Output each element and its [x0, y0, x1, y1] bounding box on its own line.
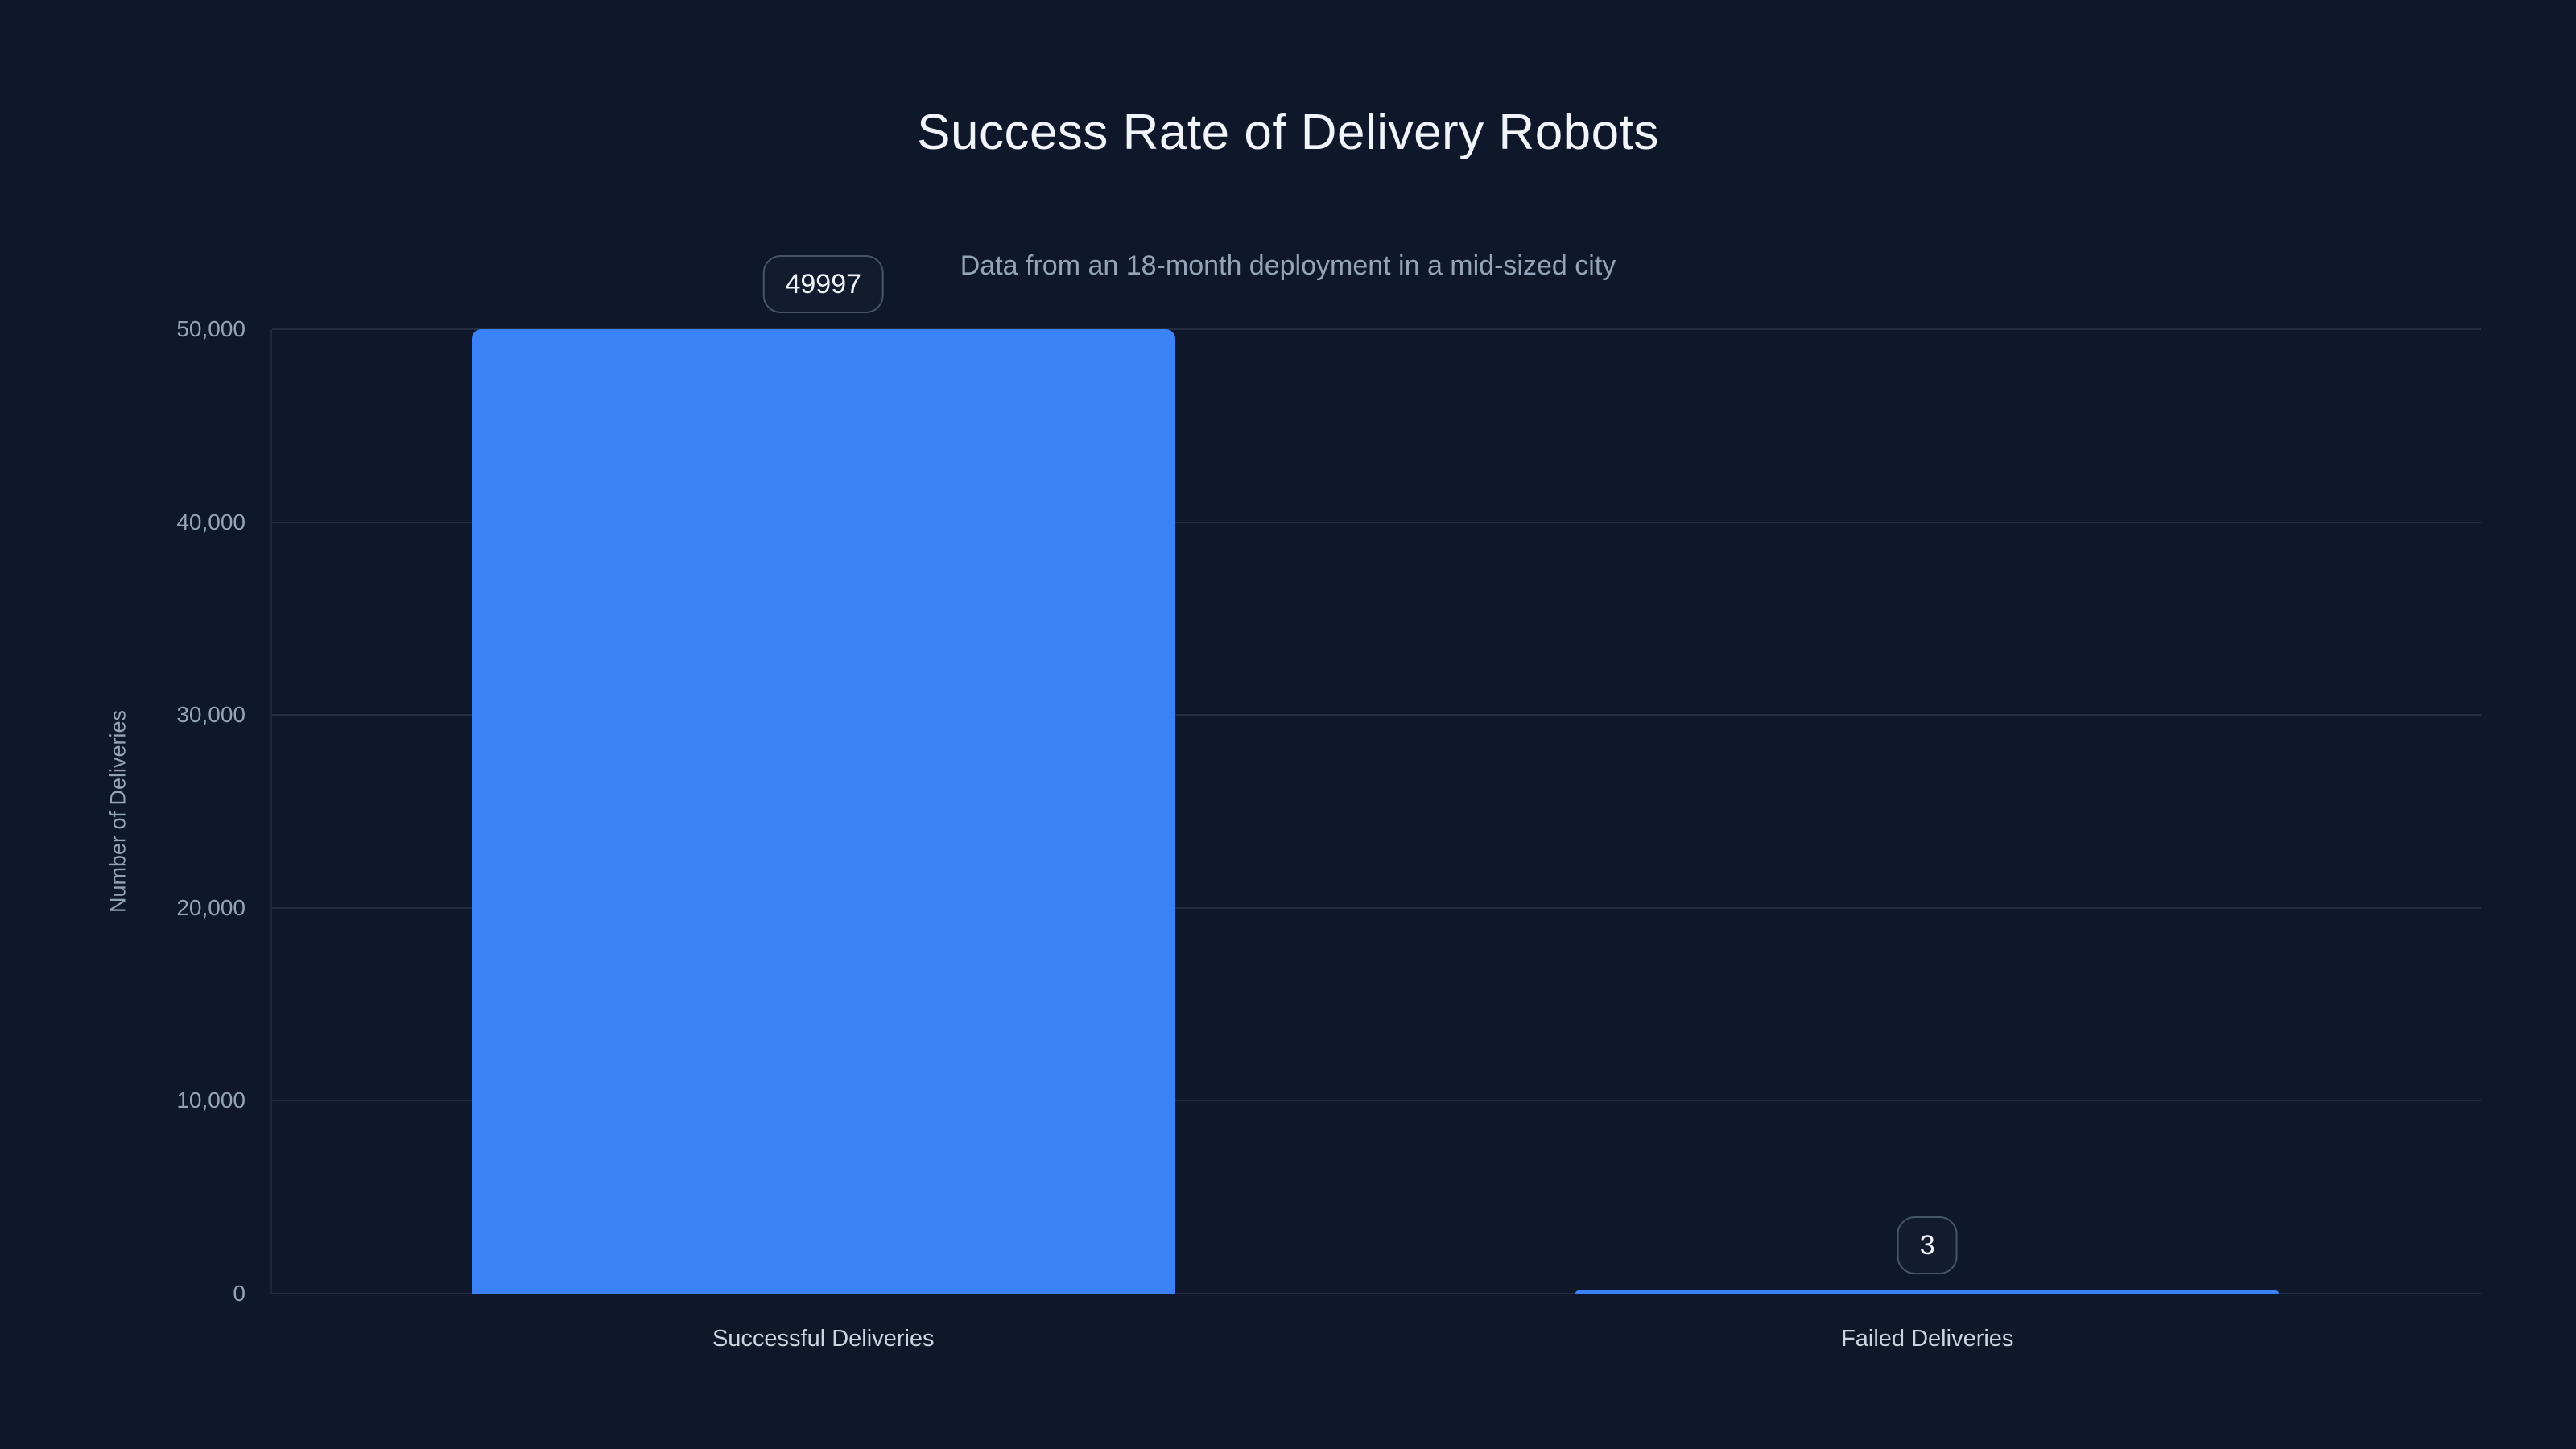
chart-subtitle: Data from an 18-month deployment in a mi… [960, 250, 1616, 281]
gridline [272, 328, 2481, 330]
gridline [272, 906, 2481, 909]
gridline [272, 714, 2481, 716]
bar-failed-deliveries[interactable] [1575, 1290, 2280, 1294]
chart-title: Success Rate of Delivery Robots [917, 105, 1659, 160]
value-badge: 49997 [762, 255, 885, 314]
y-tick-label: 30,000 [176, 702, 246, 728]
y-tick-label: 0 [233, 1281, 246, 1306]
plot-area [270, 328, 2481, 1294]
gridline [272, 521, 2481, 523]
y-tick-label: 50,000 [176, 316, 246, 341]
y-axis-title: Number of Deliveries [105, 709, 130, 914]
x-axis-label: Successful Deliveries [712, 1326, 935, 1352]
gridline [272, 1293, 2481, 1294]
bar-successful-deliveries[interactable] [471, 329, 1175, 1294]
y-tick-label: 40,000 [176, 509, 246, 535]
x-axis-label: Failed Deliveries [1841, 1326, 2014, 1352]
value-badge: 3 [1897, 1216, 1958, 1274]
y-tick-label: 10,000 [176, 1088, 246, 1113]
gridline [272, 1100, 2481, 1102]
y-tick-label: 20,000 [176, 894, 246, 920]
